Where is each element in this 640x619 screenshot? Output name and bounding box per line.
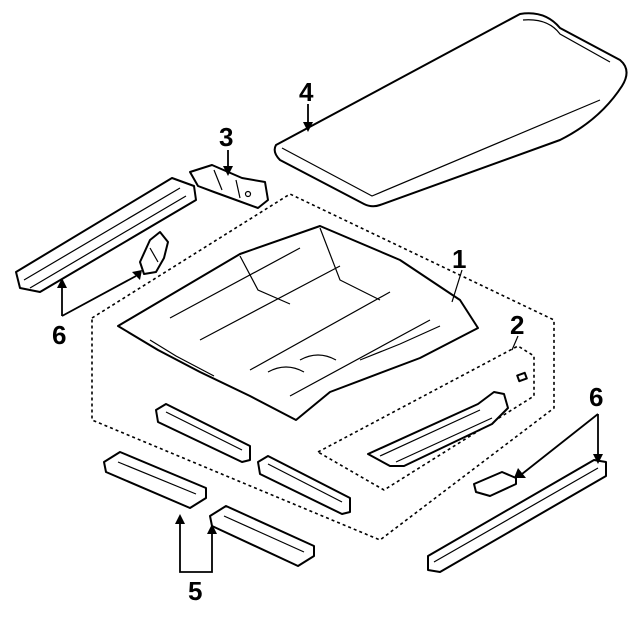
callout-4: 4: [299, 77, 314, 107]
lower-crossmember-left: [155, 403, 251, 463]
callout-6-right: 6: [589, 382, 603, 412]
part-2-outline: [316, 345, 535, 491]
lower-crossmember-right: [257, 455, 351, 515]
callout-2: 2: [510, 310, 524, 340]
leader-arrows: [57, 104, 603, 573]
callout-1: 1: [452, 244, 466, 274]
callout-5: 5: [188, 576, 202, 606]
part-1-floor-pan: [117, 225, 479, 421]
part-5-brace-lower: [209, 505, 315, 567]
part-4-cover-panel: [273, 12, 628, 208]
part-6-right-rail: [427, 459, 607, 573]
part-2-channel: [367, 371, 528, 467]
part-6-right-plate: [473, 471, 517, 497]
callout-6-left: 6: [52, 320, 66, 350]
part-6-left-gusset: [139, 231, 169, 275]
assembly-outline: [91, 193, 555, 541]
part-6-left-rail: [15, 177, 197, 293]
part-5-brace-upper: [103, 451, 207, 509]
callout-3: 3: [219, 122, 233, 152]
